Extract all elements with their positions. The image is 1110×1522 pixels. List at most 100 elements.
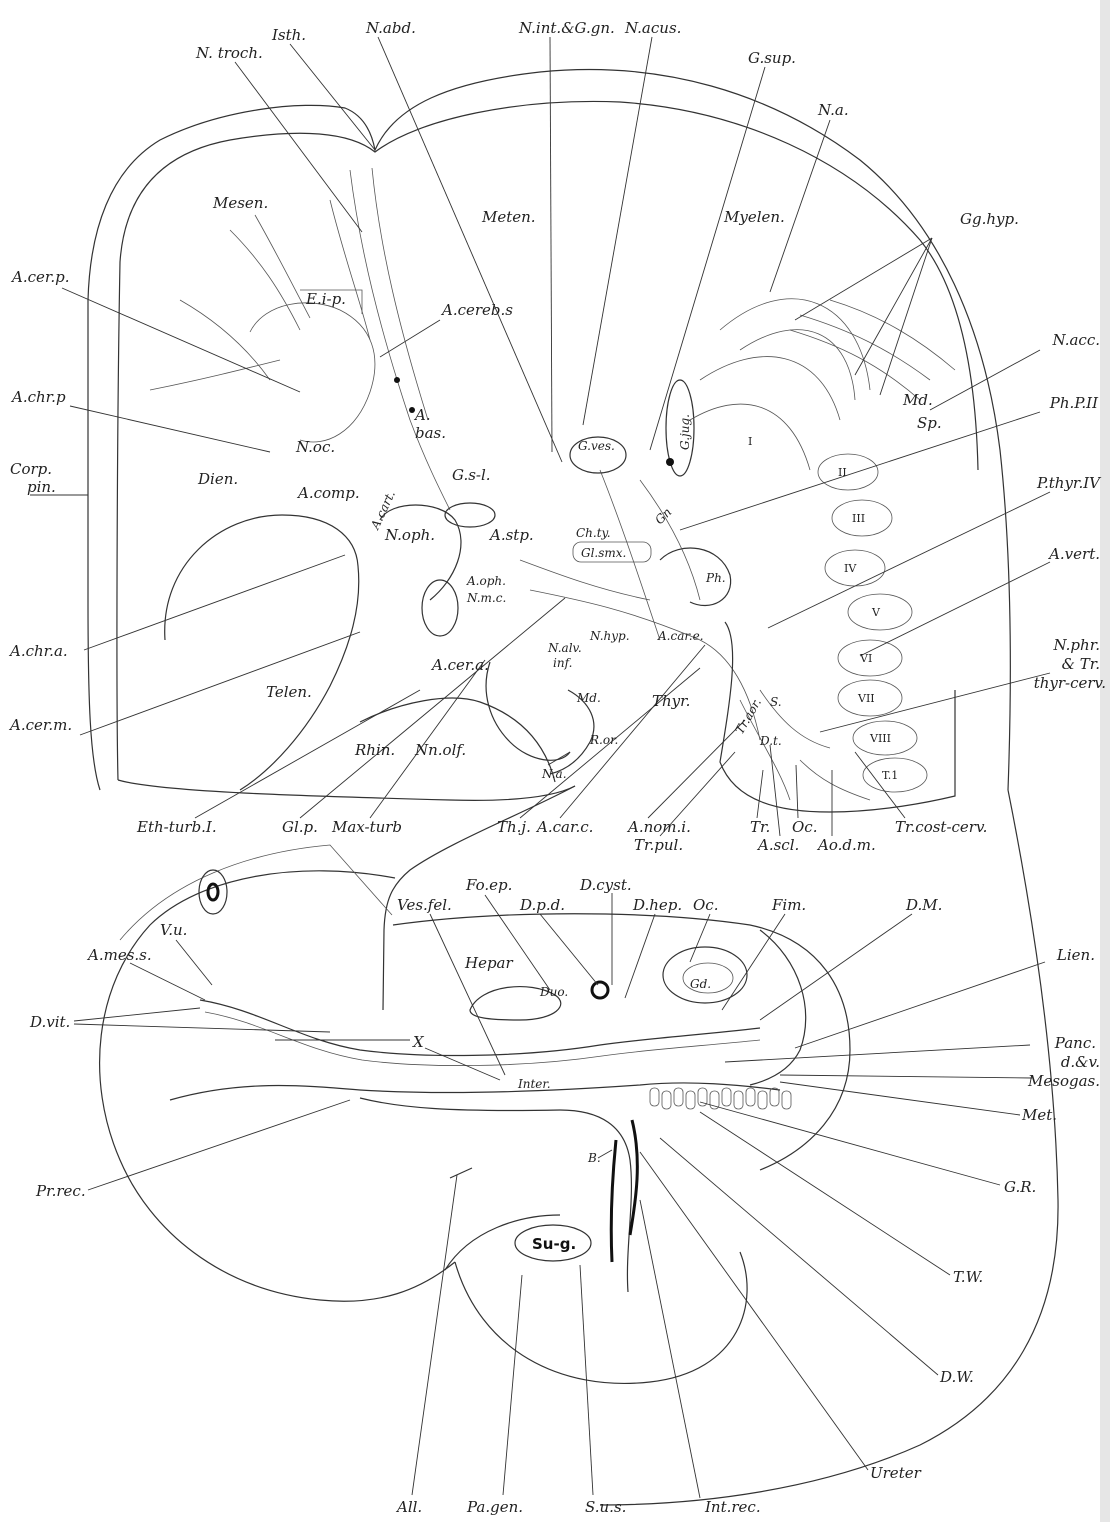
label-nn-olf: Nn.olf. xyxy=(414,741,466,759)
label-n-m-c: N.m.c. xyxy=(466,591,506,605)
hypoglossal-fibers xyxy=(790,300,955,400)
leader-line xyxy=(84,555,345,650)
diencephalon-outline xyxy=(250,303,375,442)
basilar-dot-1 xyxy=(394,377,400,383)
label-n-acc: N.acc. xyxy=(1052,331,1100,349)
label-isth: Isth. xyxy=(271,26,306,44)
label-a-vert: A.vert. xyxy=(1047,545,1100,563)
label-e-i-p: E.i-p. xyxy=(305,290,346,308)
label-a-cer-a: A.cer.a. xyxy=(430,656,489,674)
label-tr-pul: Tr.pul. xyxy=(634,836,683,854)
numeral-viii: VIII xyxy=(869,732,891,745)
label-a-bas-line2: bas. xyxy=(415,424,446,442)
label-g-sup: G.sup. xyxy=(748,49,796,67)
leader-line xyxy=(70,406,270,452)
leader-line xyxy=(660,1138,938,1375)
label-pr-rec: Pr.rec. xyxy=(35,1182,86,1200)
label-meten: Meten. xyxy=(481,208,536,226)
leader-line xyxy=(80,632,360,735)
label-corp-pin-line2: pin. xyxy=(27,478,56,496)
label-myelen: Myelen. xyxy=(723,208,785,226)
label-a-comp: A.comp. xyxy=(296,484,360,502)
leader-lines xyxy=(30,37,1050,1498)
leader-line xyxy=(795,238,932,320)
leader-line xyxy=(130,963,205,1000)
label-n-acus: N.acus. xyxy=(624,19,681,37)
label-a-car-c: A.car.c. xyxy=(535,818,593,836)
label-n-alv-line1: N.alv. xyxy=(547,641,582,655)
label-n-oph: N.oph. xyxy=(384,526,435,544)
label-a-cereb-s: A.cereb.s xyxy=(440,301,513,319)
label-r-or: R.or. xyxy=(589,733,618,747)
label-gn: Gn xyxy=(652,505,674,527)
leader-line xyxy=(370,660,485,818)
jugular-ganglion-dot xyxy=(666,458,674,466)
label-sp: Sp. xyxy=(917,414,942,432)
label-n-a-top: N.a. xyxy=(817,101,849,119)
label-su-g: Su-g. xyxy=(532,1235,576,1253)
label-ph: Ph. xyxy=(705,571,726,585)
leader-line xyxy=(722,914,785,1010)
label-telen: Telen. xyxy=(266,683,312,701)
label-a-chr-p: A.chr.p xyxy=(10,388,66,406)
umbilical-vein-lumen xyxy=(208,884,218,900)
numeral-vii: VII xyxy=(857,692,875,705)
label-g-jug: G.jug. xyxy=(678,414,692,450)
label-d-m: D.M. xyxy=(905,896,942,914)
label-v-u: V.u. xyxy=(160,921,187,939)
medulla-arcs xyxy=(690,299,870,470)
label-a-cer-p: A.cer.p. xyxy=(10,268,70,286)
label-ch-ty: Ch.ty. xyxy=(576,526,611,540)
stomodeum-outline xyxy=(486,662,570,760)
label-oc-body: Oc. xyxy=(693,896,718,914)
label-fim: Fim. xyxy=(771,896,806,914)
label-ureter: Ureter xyxy=(870,1464,922,1482)
label-t-w: T.W. xyxy=(953,1268,983,1286)
semilunar-ganglion xyxy=(445,503,495,527)
leader-line xyxy=(412,1175,457,1495)
leader-line xyxy=(540,914,598,985)
leader-line xyxy=(770,120,830,292)
label-n-oc: N.oc. xyxy=(295,438,335,456)
leader-line xyxy=(760,914,912,1020)
leader-line xyxy=(425,1048,500,1080)
leader-line xyxy=(770,745,780,836)
label-rhin: Rhin. xyxy=(354,741,395,759)
label-d-t: D.t. xyxy=(759,734,782,748)
label-corp-pin-line1: Corp. xyxy=(10,460,52,478)
leader-line xyxy=(650,67,765,450)
label-mesen: Mesen. xyxy=(212,194,268,212)
gut-tube-upper xyxy=(200,1000,760,1055)
label-s: S. xyxy=(770,695,782,709)
label-d-w: D.W. xyxy=(939,1368,974,1386)
label-met: Met. xyxy=(1021,1106,1057,1124)
numeral-v: V xyxy=(871,606,881,619)
leader-line xyxy=(550,37,552,452)
label-max-turb: Max-turb xyxy=(331,818,402,836)
body-labels: Fo.ep. D.cyst. Ves.fel. D.p.d. D.hep. Oc… xyxy=(29,876,1100,1516)
label-n-phr-line1: N.phr. xyxy=(1053,636,1101,654)
cloacal-segment xyxy=(611,1140,616,1262)
label-a-scl: A.scl. xyxy=(756,836,799,854)
leader-line xyxy=(690,914,710,962)
mesonephric-tubule xyxy=(674,1088,683,1106)
leader-line xyxy=(380,320,440,357)
label-md-upper: Md. xyxy=(902,391,933,409)
eye-outline xyxy=(422,580,458,636)
head-outer-contour xyxy=(88,70,1010,790)
label-n-alv-line2: inf. xyxy=(553,656,572,670)
label-lien: Lien. xyxy=(1056,946,1095,964)
label-b: B. xyxy=(587,1151,601,1165)
stomach-outline xyxy=(663,947,747,1003)
leader-line xyxy=(640,1200,700,1498)
leader-line xyxy=(700,1102,1000,1185)
label-a-cer-m: A.cer.m. xyxy=(8,716,72,734)
label-p-thyr-iv: P.thyr.IV xyxy=(1036,474,1102,492)
head-lower-boundary xyxy=(118,780,575,800)
label-n-hyp: N.hyp. xyxy=(589,629,630,643)
leader-line xyxy=(88,1100,350,1190)
label-fo-ep: Fo.ep. xyxy=(465,876,512,894)
label-d-cyst: D.cyst. xyxy=(579,876,632,894)
label-pa-gen: Pa.gen. xyxy=(466,1498,523,1516)
label-a-mes-s: A.mes.s. xyxy=(86,946,152,964)
